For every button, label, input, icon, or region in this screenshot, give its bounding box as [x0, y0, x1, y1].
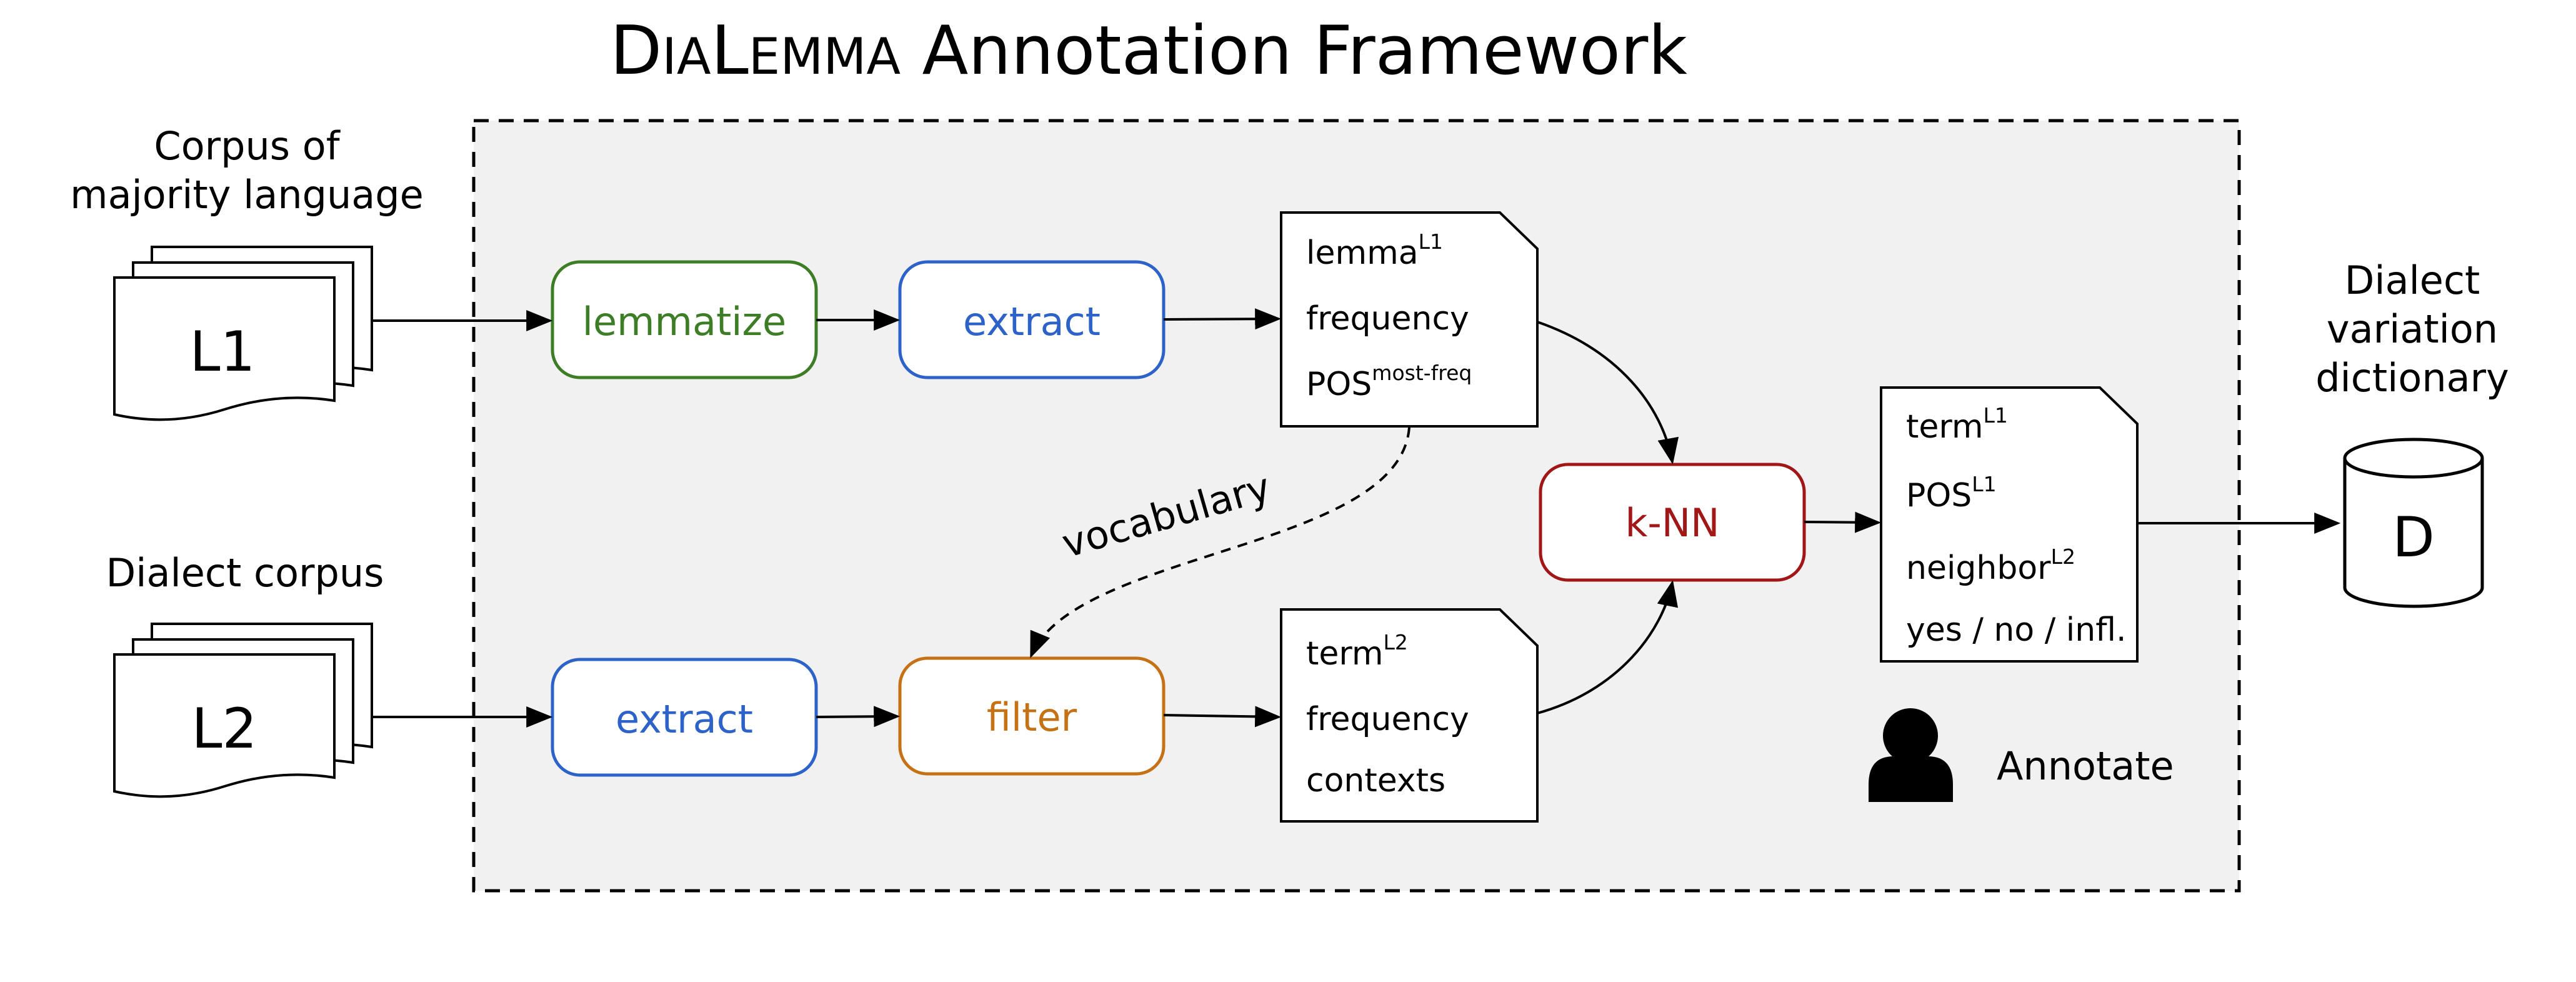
- l1-card-field-lemma: lemmaL1: [1306, 229, 1443, 272]
- l1-card-field-pos: POSmost-freq: [1306, 361, 1472, 403]
- flow-arrows: [372, 308, 2341, 728]
- extract-l2-label: extract: [616, 696, 753, 742]
- output-card-field-neighbor: neighborL2: [1906, 544, 2075, 587]
- arrow-knn-to-output: [1804, 511, 1882, 533]
- person-icon: [1869, 708, 1953, 802]
- l2-document-stack-icon: [113, 623, 373, 798]
- output-card: [1880, 386, 2139, 663]
- annotate-label: Annotate: [1997, 743, 2174, 789]
- extract-l1-label: extract: [963, 299, 1101, 344]
- lemmatize-label: lemmatize: [582, 299, 786, 344]
- dictionary-caption-line1: Dialect: [2345, 258, 2480, 303]
- dictionary-caption-line3: dictionary: [2315, 355, 2509, 401]
- dictionary-caption-line2: variation: [2327, 306, 2498, 352]
- output-card-field-decision: yes / no / infl.: [1906, 611, 2126, 649]
- l2-card-field-contexts: contexts: [1306, 762, 1445, 799]
- output-card-field-pos: POSL1: [1906, 472, 1997, 514]
- l1-corpus-caption-line2: majority language: [70, 172, 424, 218]
- l1-doc-label: L1: [189, 319, 255, 384]
- arrow-l2-card-to-knn: [1537, 579, 1679, 714]
- arrow-filter-to-l2-card: [1163, 706, 1282, 728]
- l2-doc-label: L2: [191, 696, 257, 761]
- filter-label: filter: [987, 694, 1077, 740]
- l2-card-field-frequency: frequency: [1306, 701, 1469, 738]
- arrow-l1-card-to-knn: [1537, 321, 1679, 465]
- l1-corpus-caption-line1: Corpus of: [154, 123, 341, 169]
- arrow-extract-to-filter: [816, 706, 901, 728]
- dictionary-label: D: [2392, 505, 2435, 569]
- l2-terms-card: [1280, 608, 1539, 823]
- l2-corpus-caption: Dialect corpus: [106, 550, 384, 596]
- diagram-title: DIALEMMA Annotation Framework: [610, 12, 1687, 90]
- output-card-field-term: termL1: [1906, 403, 2008, 446]
- knn-label: k-NN: [1625, 500, 1719, 546]
- l1-document-stack-icon: [113, 246, 373, 421]
- l1-vocabulary-card: [1280, 211, 1539, 428]
- database-cylinder-icon: [2343, 438, 2484, 608]
- arrow-vocabulary-dashed: [1030, 427, 1410, 658]
- l1-card-field-frequency: frequency: [1306, 300, 1469, 338]
- l2-card-field-term: termL2: [1306, 630, 1408, 673]
